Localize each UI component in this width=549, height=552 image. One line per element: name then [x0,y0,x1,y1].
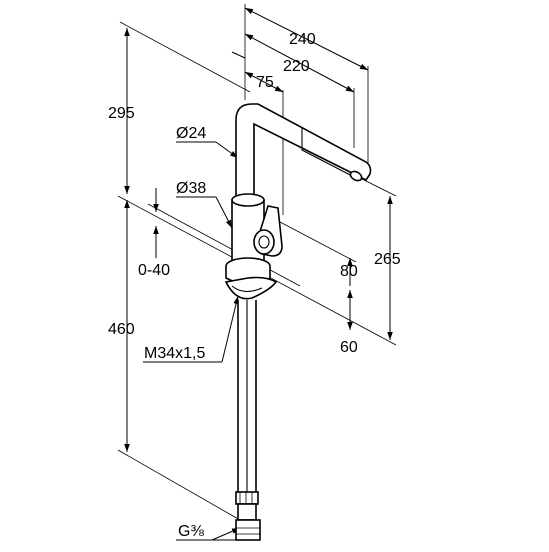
thread-label: M34x1,5 [144,345,205,362]
d24-leader [215,141,239,159]
offset-75-leader-left [231,51,246,59]
d38-leader [215,196,233,229]
dim-0-40-label: 0-40 [138,262,170,279]
height-460-group: 460 [108,200,241,521]
main-body-top [231,193,265,207]
handle-base-dimensions: 80 60 [279,221,358,356]
reach-dimension-group: 240 220 75 [231,4,369,215]
handle-80-extension [279,221,357,263]
spout-body [235,103,372,201]
height-295-group: 295 [108,21,251,194]
mounting-plate-edge [231,285,263,293]
height-295-top-extension [119,21,251,93]
body-diameter-label: Ø38 [176,180,206,197]
deck-under-line [147,203,301,287]
mounting-plate [224,276,278,300]
lever-hub [253,229,275,255]
thread-leader [221,295,239,363]
deck-thickness-group: 0-40 [138,188,170,279]
spray-head-seam [301,128,357,179]
dim-460-label: 460 [108,321,135,338]
spout-diameter-label: Ø24 [176,125,206,142]
dim-60-label: 60 [340,339,358,356]
dim-220-label: 220 [283,58,310,75]
reach-220-line [244,33,355,93]
hose-fitting-upper [235,491,259,505]
dim-265-label: 265 [374,251,401,268]
height-460-bottom-extension [117,449,241,521]
faucet [224,103,372,541]
dim-295-label: 295 [108,105,135,122]
spray-outlet [349,170,363,182]
dim-80-label: 80 [340,263,358,280]
height-265-top-extension [359,177,397,197]
annotation-leaders: Ø24 Ø38 M34x1,5 G⅜ [143,125,241,541]
connection-label: G⅜ [178,523,204,540]
lever-hub-inner [258,235,270,249]
dim-240-label: 240 [289,31,316,48]
height-265-group: 265 [359,177,401,340]
hose-fitting-nut [235,519,261,541]
offset-75-line [244,71,284,93]
dim-75-label: 75 [256,74,274,91]
hose-fitting-middle [237,503,257,521]
